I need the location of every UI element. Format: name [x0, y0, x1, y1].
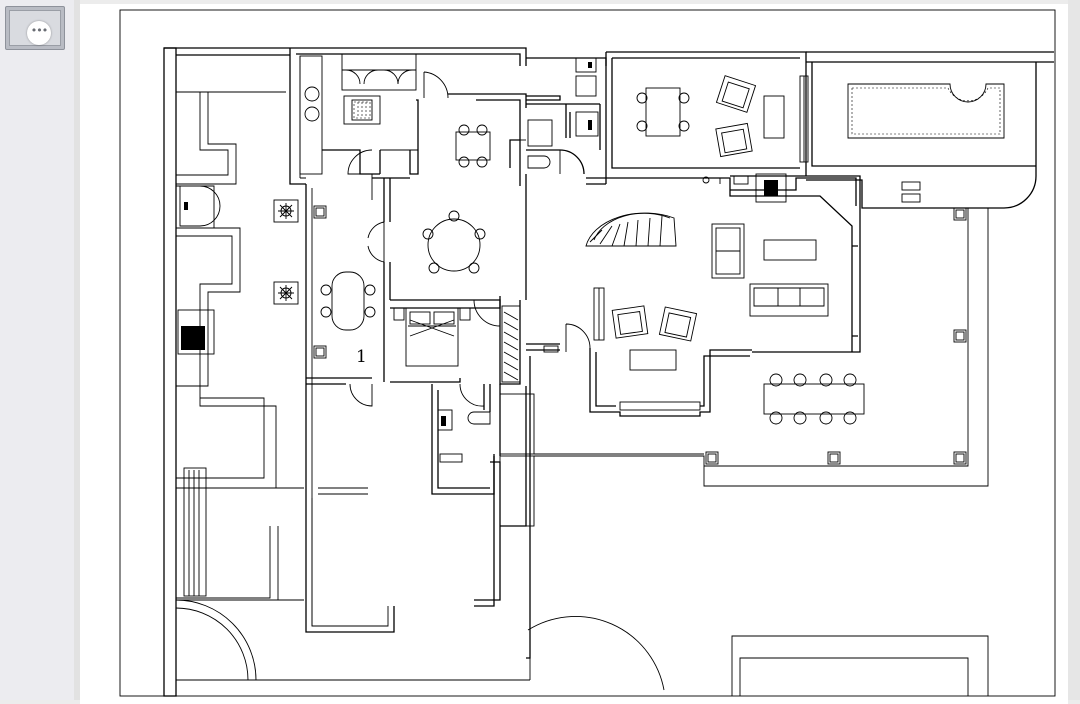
more-dots-icon[interactable]: ••• — [27, 21, 51, 45]
low-table — [629, 349, 677, 371]
pool-deck — [806, 51, 1054, 209]
coffee-table — [763, 239, 817, 261]
floor-plan-drawing: 1 — [119, 9, 1056, 697]
outer-wall-left — [163, 47, 177, 697]
page-edge — [1068, 0, 1080, 700]
thumbnail-sidebar: ••• — [0, 0, 75, 700]
outdoor-dining-table — [763, 383, 865, 415]
round-table — [427, 218, 481, 272]
pool — [847, 83, 1005, 139]
kitchen-outer-wall — [289, 47, 527, 185]
dining-table-small — [455, 131, 491, 161]
armchair-2 — [715, 122, 753, 158]
sidebar-divider — [74, 0, 80, 700]
corridor-left-mid — [176, 185, 277, 489]
double-bed — [405, 307, 459, 367]
room-label: 1 — [356, 347, 367, 367]
sofa-large — [749, 283, 829, 317]
cooktop — [343, 95, 381, 125]
fireplace — [755, 173, 787, 203]
light-fixture-2 — [273, 281, 299, 305]
curved-wall-left — [175, 599, 257, 681]
spiral-stair — [585, 212, 677, 247]
armchair-1 — [715, 75, 757, 113]
light-fixture-1 — [273, 199, 299, 223]
dining-table-main — [645, 87, 681, 137]
drawing-frame — [119, 9, 1056, 697]
document-page: 1 — [80, 4, 1068, 704]
west-wall-main — [305, 184, 395, 633]
corridor-left-bottom — [176, 487, 304, 601]
wardrobe — [501, 305, 521, 383]
armchair-4 — [658, 306, 698, 342]
page-thumbnail[interactable]: ••• — [5, 6, 65, 50]
curved-wall-bottom — [527, 616, 665, 691]
door-left-utility — [179, 185, 221, 227]
armchair-3 — [611, 305, 649, 339]
oval-table — [331, 271, 365, 331]
sofa-small — [711, 223, 745, 279]
terrace — [700, 208, 989, 487]
side-table — [763, 95, 785, 139]
door-kitchen — [423, 71, 449, 99]
corridor-left-top — [176, 91, 286, 185]
